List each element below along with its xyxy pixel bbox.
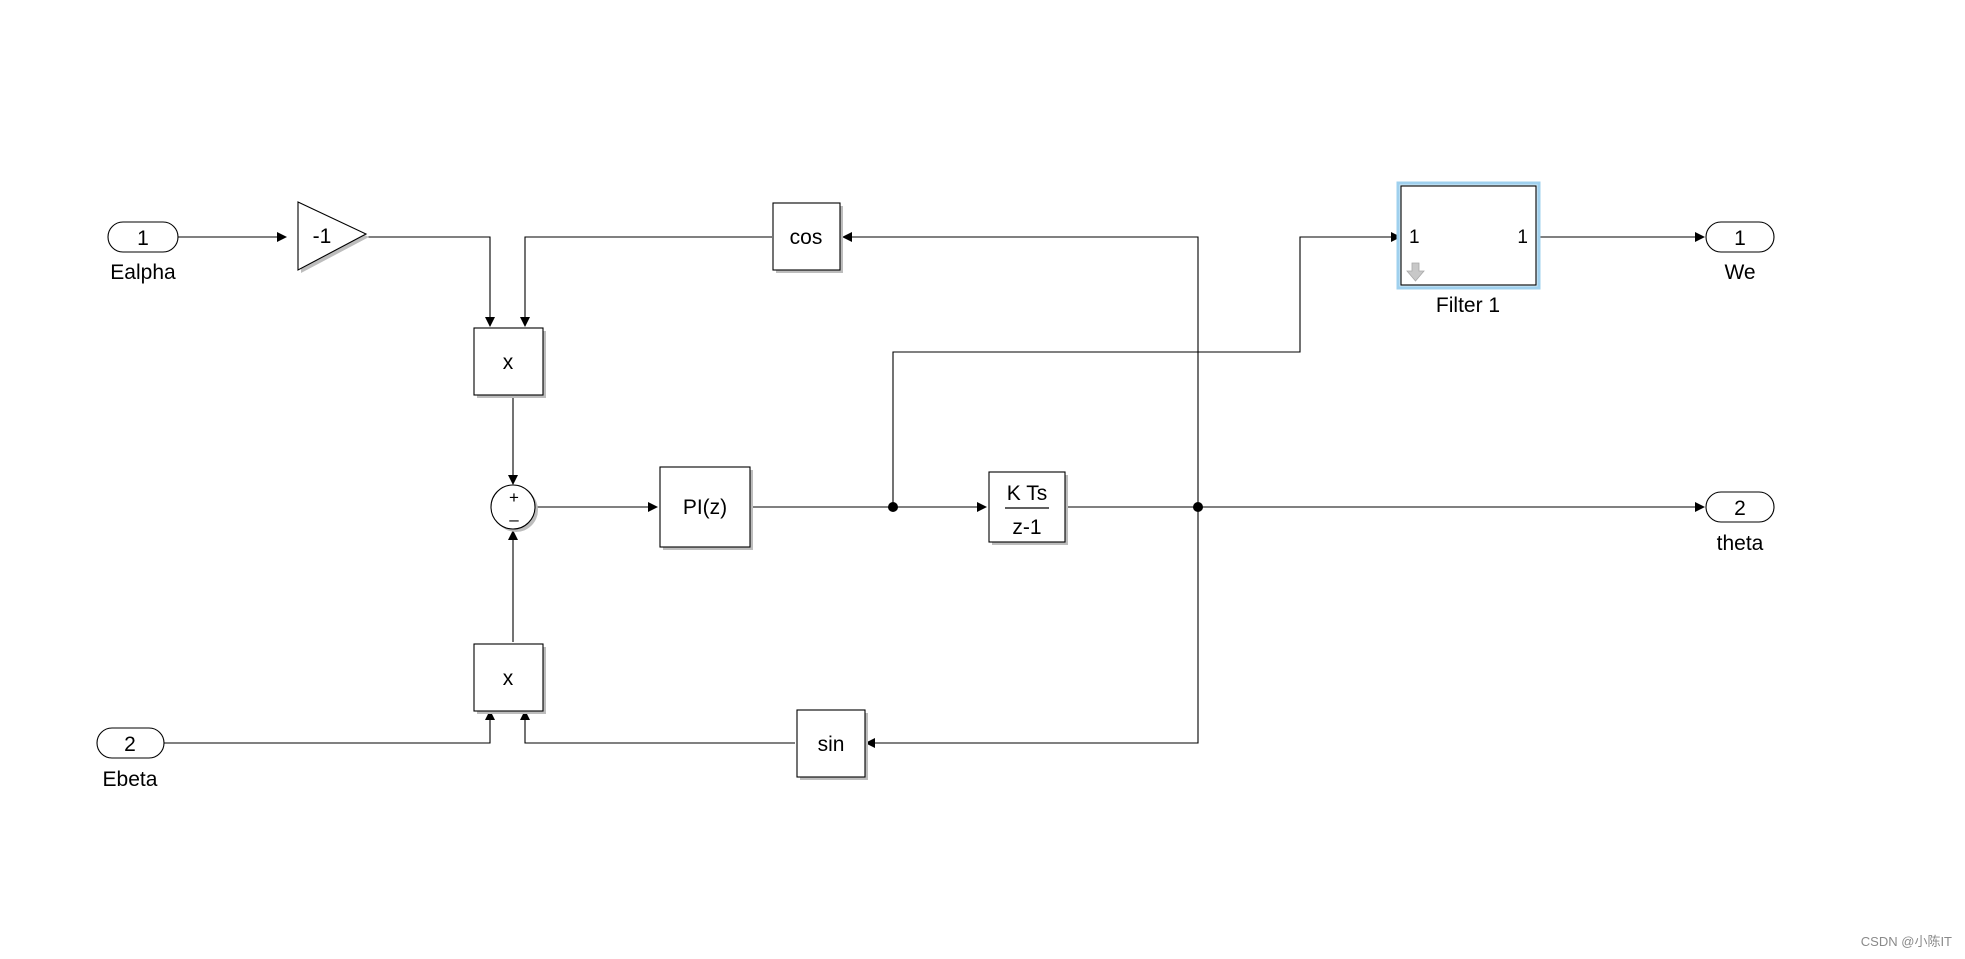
filter-subsystem-block[interactable]: 1 1 Filter 1: [1396, 181, 1541, 317]
watermark-text: CSDN @小陈IT: [1861, 934, 1952, 949]
product-block-top[interactable]: x: [473, 327, 546, 398]
sum-minus-sign: –: [509, 510, 519, 529]
gain-block[interactable]: -1: [297, 201, 369, 273]
sin-label: sin: [818, 733, 845, 756]
inport-ebeta-label: Ebeta: [103, 768, 158, 791]
discrete-integrator-block[interactable]: K Ts z-1: [988, 471, 1068, 545]
wire-gain-to-product-top[interactable]: [368, 236, 495, 327]
outport-we[interactable]: 1 We: [1705, 221, 1775, 284]
sin-block[interactable]: sin: [796, 709, 868, 780]
inport-ealpha-label: Ealpha: [110, 261, 176, 284]
pi-label: PI(z): [683, 496, 727, 519]
outport-theta-number: 2: [1734, 497, 1746, 520]
product-bottom-label: x: [503, 667, 514, 690]
integrator-denominator: z-1: [1012, 516, 1041, 539]
down-arrow-icon[interactable]: [1406, 262, 1425, 282]
wire-branch-to-cos[interactable]: [842, 232, 1199, 507]
integrator-numerator: K Ts: [1007, 482, 1047, 505]
filter-out-port-label: 1: [1517, 227, 1528, 248]
outport-theta[interactable]: 2 theta: [1705, 491, 1775, 555]
outport-theta-label: theta: [1717, 532, 1764, 555]
wire-ebeta-to-product-bottom[interactable]: [164, 710, 495, 744]
wire-sin-to-product-bottom[interactable]: [520, 710, 795, 744]
branch-point-pi: [888, 502, 898, 512]
inport-ebeta-number: 2: [124, 733, 136, 756]
inport-ebeta[interactable]: 2 Ebeta: [96, 727, 165, 791]
wire-branch-to-sin[interactable]: [865, 507, 1199, 748]
inport-ealpha[interactable]: 1 Ealpha: [107, 221, 179, 284]
product-block-bottom[interactable]: x: [473, 643, 546, 714]
wire-branch-to-filter[interactable]: [892, 232, 1401, 507]
sum-plus-sign: +: [509, 488, 519, 507]
cos-block[interactable]: cos: [772, 202, 843, 273]
outport-we-number: 1: [1734, 227, 1746, 250]
pi-controller-block[interactable]: PI(z): [659, 466, 753, 550]
filter-name-label: Filter 1: [1436, 294, 1500, 317]
branch-point-theta: [1193, 502, 1203, 512]
product-top-label: x: [503, 351, 514, 374]
inport-ealpha-number: 1: [137, 227, 149, 250]
outport-we-label: We: [1724, 261, 1755, 284]
signal-lines: [164, 232, 1705, 748]
cos-label: cos: [790, 226, 823, 249]
wire-cos-to-product-top[interactable]: [520, 236, 772, 327]
gain-value: -1: [313, 225, 332, 248]
sum-block[interactable]: + –: [490, 484, 538, 532]
filter-in-port-label: 1: [1409, 227, 1420, 248]
